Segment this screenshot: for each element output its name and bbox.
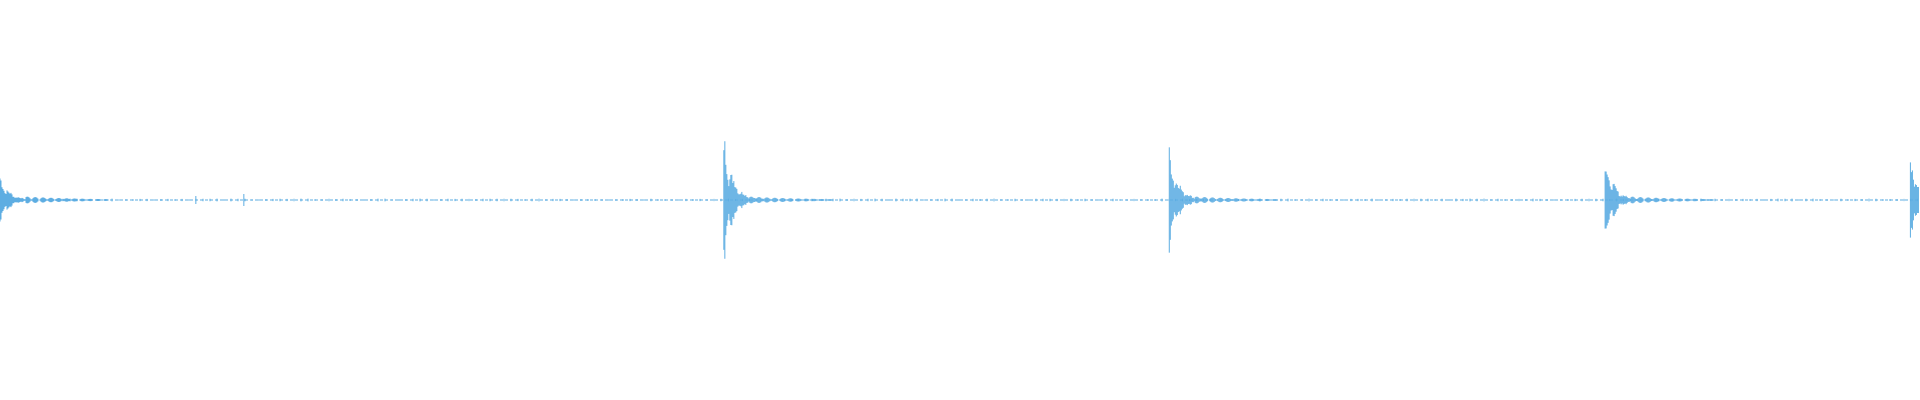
- waveform-transient: [0, 178, 109, 222]
- waveform-transient: [1909, 162, 1919, 238]
- waveform-transient: [1168, 147, 1278, 253]
- waveform-transient: [723, 141, 833, 259]
- waveform-transient: [1604, 171, 1714, 229]
